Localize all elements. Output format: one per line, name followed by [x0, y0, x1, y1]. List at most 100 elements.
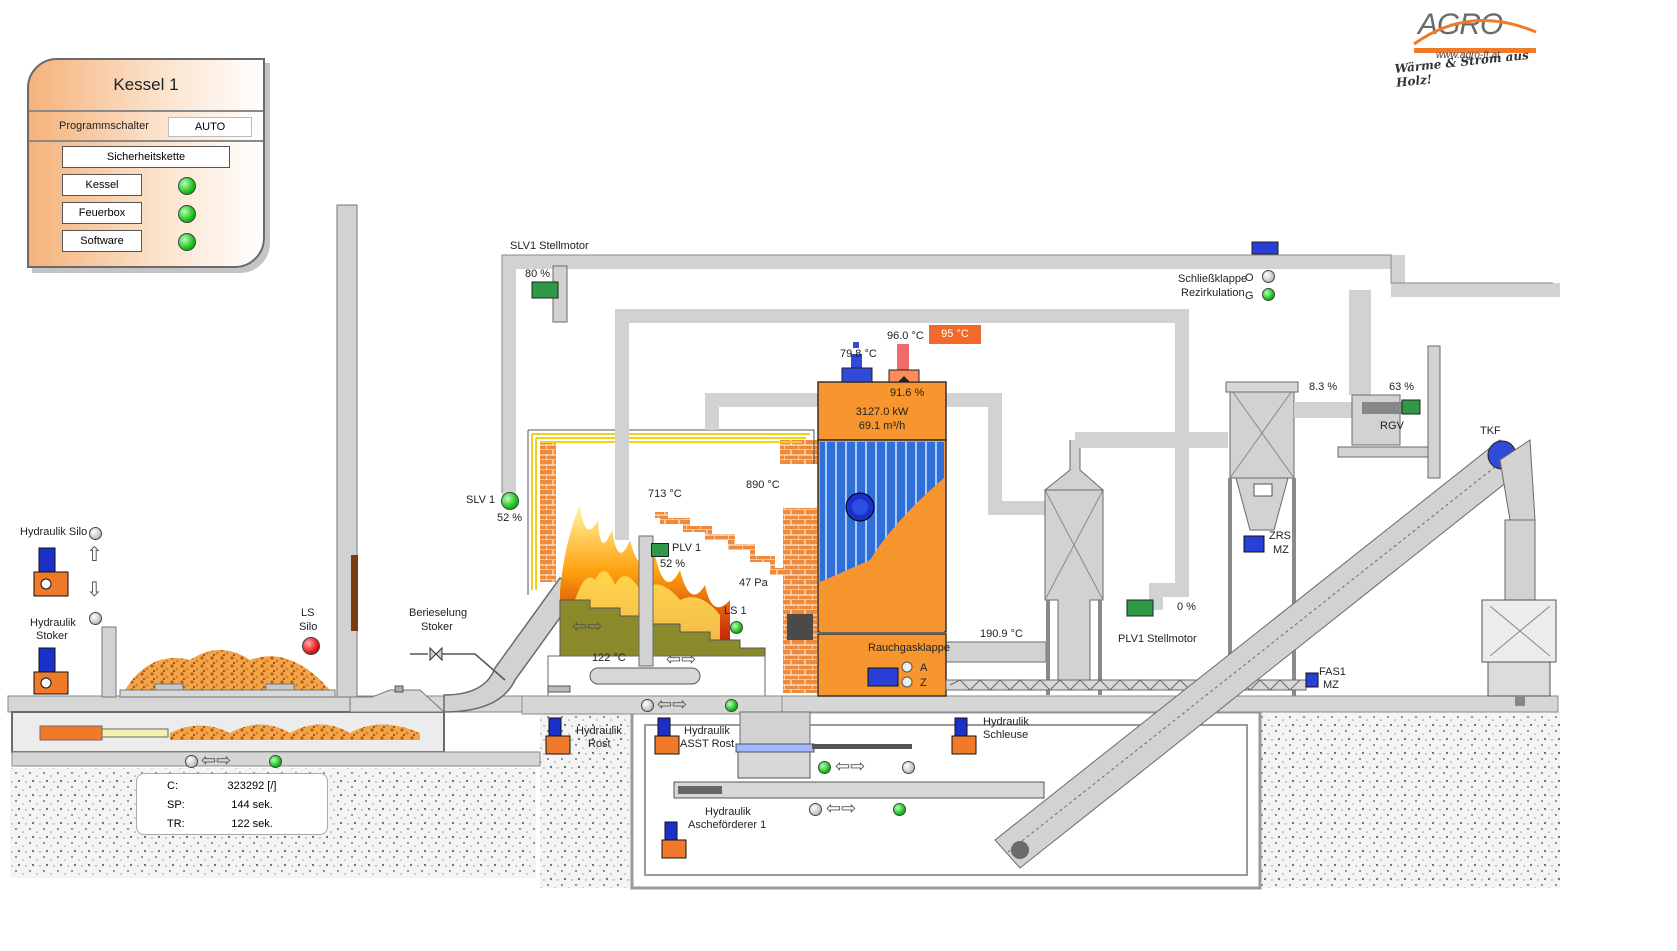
flow-temperature: 96.0 °C: [887, 330, 924, 342]
flap-z-letter: Z: [920, 677, 927, 689]
chain-kessel-status: [178, 177, 196, 195]
zrs-mz-label: MZ: [1273, 544, 1289, 556]
hydraulic-unit-lock: [951, 717, 977, 755]
floor-slab: [7, 695, 1559, 713]
boiler-load: 91.6 %: [890, 387, 925, 399]
sprinkler-label-1: Berieselung: [409, 607, 468, 619]
ls-silo-label-1: LS: [301, 607, 315, 619]
hydraulic-ash-label-2: Ascheförderer 1: [688, 819, 767, 831]
ash-arrows[interactable]: ⇦⇨: [826, 798, 857, 818]
grate-temperature: 122 °C: [592, 652, 626, 664]
hydraulic-stoker-label-1: Hydraulik: [30, 617, 76, 629]
ash-back-status[interactable]: [809, 803, 822, 816]
sprinkler-label-2: Stoker: [421, 621, 453, 633]
grate-primary-arrows[interactable]: ⇦⇨: [666, 649, 697, 669]
rgv-label[interactable]: RGV: [1380, 420, 1404, 432]
flap-closed-letter: G: [1245, 290, 1254, 302]
flap-closed-status[interactable]: [1262, 288, 1275, 301]
fas1-mz-label: MZ: [1323, 679, 1339, 691]
hydraulic-silo-label: Hydraulik Silo: [20, 526, 88, 538]
counter-tr-value: 122 sek.: [231, 818, 273, 830]
hydraulic-unit-asst: [654, 717, 680, 755]
grate-back-status[interactable]: [641, 699, 654, 712]
boiler-power: 3127.0 kW: [855, 406, 909, 418]
slv1-value: 52 %: [497, 512, 523, 524]
hydraulic-asst-label-2: ASST Rost: [680, 738, 735, 750]
stoker-back-status[interactable]: [185, 755, 198, 768]
panel-title: Kessel 1: [113, 75, 179, 94]
closing-flap-actuator: [1251, 241, 1279, 255]
hydraulic-unit-silo: [33, 547, 69, 597]
silo-down-arrow[interactable]: ⇩: [86, 579, 103, 601]
flap-open-letter: O: [1245, 272, 1254, 284]
logo-swoosh: [1413, 18, 1537, 53]
hydraulic-unit-stoker: [33, 647, 69, 695]
baffle-bricks: [655, 512, 783, 575]
chain-kessel-button[interactable]: Kessel: [62, 174, 142, 196]
plv1-motor-value: 0 %: [1177, 601, 1196, 613]
silo-up-arrow[interactable]: ⇧: [86, 544, 103, 566]
silo-door: [351, 555, 358, 631]
plv1-value: 52 %: [660, 558, 686, 570]
silo-back-status[interactable]: [89, 612, 102, 625]
boiler-flow: 69.1 m³/h: [858, 420, 906, 432]
flap-a-letter: A: [920, 662, 928, 674]
counter-sp-value[interactable]: 144 sek.: [231, 799, 273, 811]
stoker-counter-box: C: 323292 [/] SP: 144 sek. TR: 122 sek.: [136, 773, 328, 835]
grate-arrows[interactable]: ⇦⇨: [657, 694, 688, 714]
stoker-forward-status[interactable]: [269, 755, 282, 768]
ls1-label: LS 1: [724, 605, 747, 617]
flue-gas-temperature: 190.9 °C: [980, 628, 1023, 640]
tkf-label: TKF: [1480, 425, 1501, 437]
chain-feuerbox-button[interactable]: Feuerbox: [62, 202, 142, 224]
stoker-arrows[interactable]: ⇦⇨: [201, 750, 232, 770]
ash-forward-status[interactable]: [893, 803, 906, 816]
grate-forward-status[interactable]: [725, 699, 738, 712]
silo-forward-status[interactable]: [89, 527, 102, 540]
lock-back-status[interactable]: [902, 761, 915, 774]
slv1-status[interactable]: [501, 492, 519, 510]
logo-brand: AGRO: [1418, 8, 1503, 41]
zrs-label: ZRS: [1269, 530, 1291, 542]
ash-container: [1481, 599, 1557, 663]
chain-software-status: [178, 233, 196, 251]
slv1-label: SLV 1: [466, 494, 496, 506]
hydraulic-unit-ash: [661, 821, 687, 859]
fas1-label: FAS1: [1319, 666, 1346, 678]
lock-arrows[interactable]: ⇦⇨: [835, 756, 866, 776]
flue-gas-flap-label[interactable]: Rauchgasklappe: [868, 642, 950, 654]
logo-url: www.agro-ft.at: [1436, 50, 1500, 61]
lock-forward-status[interactable]: [818, 761, 831, 774]
ls-silo-label-2: Silo: [299, 621, 318, 633]
plv1-actuator-icon[interactable]: [651, 543, 669, 557]
counter-c-label: C:: [167, 780, 178, 792]
chain-software-button[interactable]: Software: [62, 230, 142, 252]
program-switch-label: Programmschalter: [59, 120, 149, 132]
ls-silo-alarm[interactable]: [302, 637, 320, 655]
plv1-actuator: [1126, 599, 1154, 617]
hydraulic-cylinder: [39, 725, 103, 741]
plv1-label: PLV 1: [672, 542, 702, 554]
counter-c-value: 323292 [/]: [227, 780, 277, 792]
agro-logo: AGRO www.agro-ft.at Wärme & Strom aus Ho…: [1390, 6, 1560, 92]
counter-tr-label: TR:: [167, 818, 185, 830]
hydraulic-stoker-label-2: Stoker: [36, 630, 68, 642]
ls1-status[interactable]: [730, 621, 743, 634]
flue-duct: [945, 393, 1045, 515]
furnace-brick-left: [540, 442, 556, 582]
slv1-motor-label[interactable]: SLV1 Stellmotor: [510, 240, 589, 252]
hydraulic-grate-label-1: Hydraulik: [576, 725, 622, 737]
plv1-motor-label[interactable]: PLV1 Stellmotor: [1118, 633, 1197, 645]
rgv-speed: 63 %: [1389, 381, 1415, 393]
cyclone: [1044, 489, 1104, 691]
grate-secondary-arrows[interactable]: ⇦⇨: [572, 616, 603, 636]
hydraulic-lock-label-2: Schleuse: [983, 729, 1029, 741]
inspection-door: [787, 614, 813, 640]
plv1-pipe: [638, 535, 654, 667]
moving-grate: [559, 599, 766, 657]
safety-chain-button[interactable]: Sicherheitskette: [62, 146, 230, 168]
flap-open-status[interactable]: [1262, 270, 1275, 283]
program-switch-value[interactable]: AUTO: [168, 117, 252, 137]
temperature-setpoint[interactable]: 95 °C: [929, 325, 981, 344]
